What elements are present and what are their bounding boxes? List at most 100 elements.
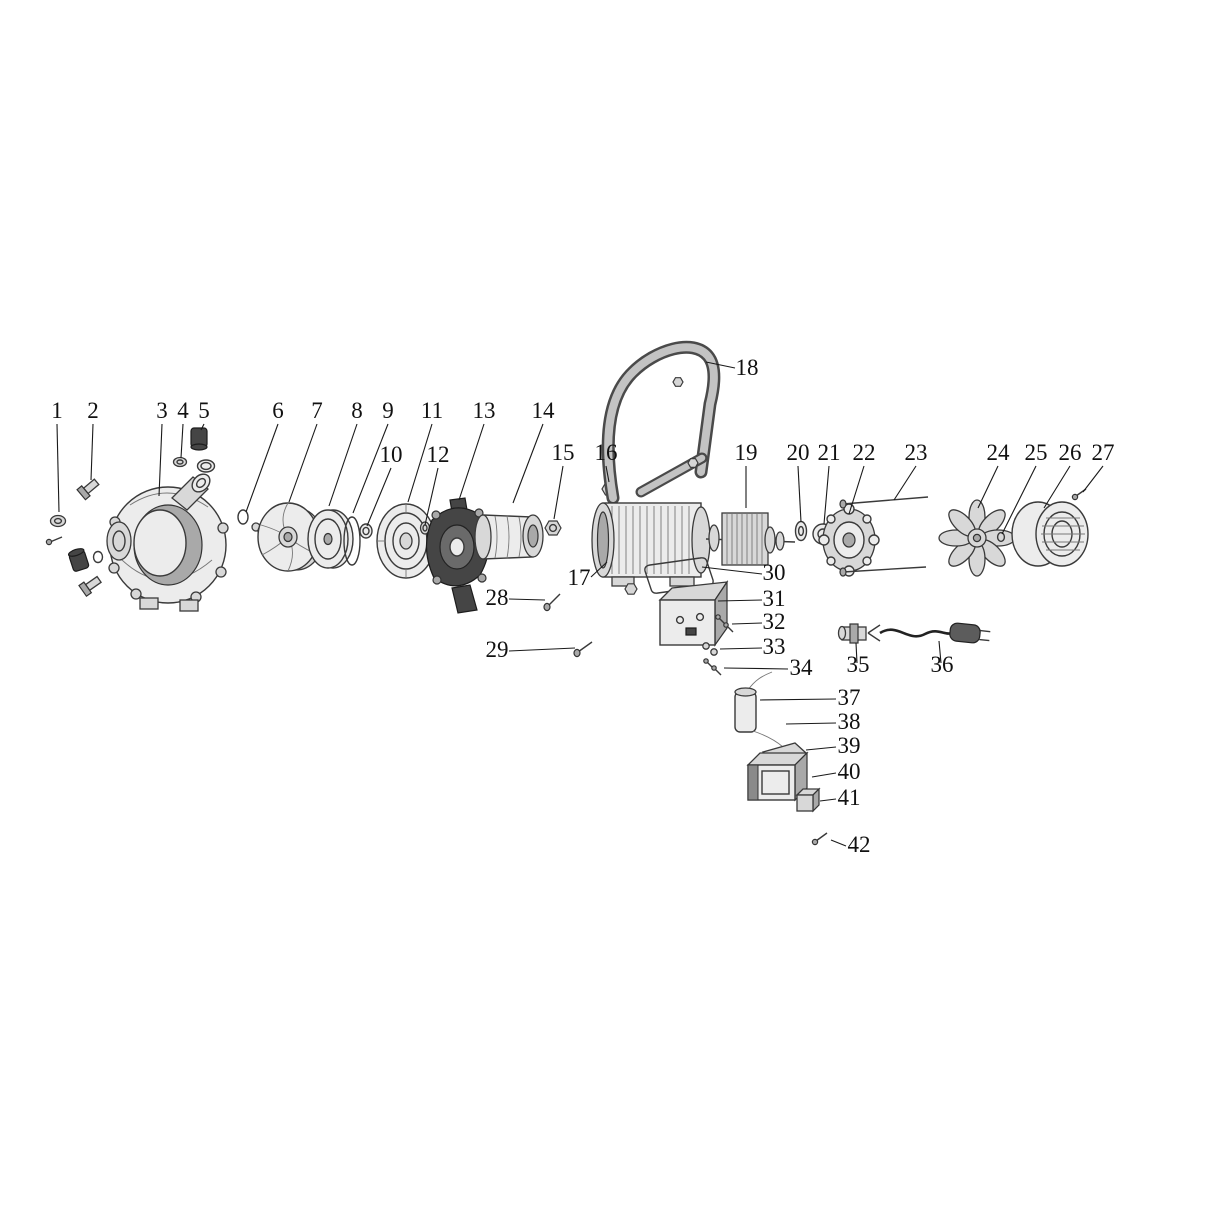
tie-bolts (839, 496, 929, 577)
leader-line-24 (977, 465, 999, 509)
carry-handle (601, 340, 721, 505)
leader-line-23 (893, 465, 917, 501)
part-label-21: 21 (818, 440, 841, 465)
part-label-40: 40 (838, 759, 861, 784)
leader-line-41 (819, 798, 837, 802)
capacitor-group (734, 671, 828, 846)
leader-line-28 (508, 598, 546, 601)
leader-line-36 (938, 640, 942, 664)
leader-line-25 (1001, 465, 1037, 535)
leader-line-35 (855, 642, 858, 664)
pump-housing (106, 473, 229, 612)
part-label-7: 7 (311, 398, 323, 423)
leader-line-15 (553, 465, 564, 520)
leader-line-22 (848, 465, 865, 515)
cable-gland (837, 623, 867, 644)
part-label-37: 37 (838, 685, 861, 710)
part-label-39: 39 (838, 733, 861, 758)
leader-line-29 (508, 647, 576, 652)
leader-line-8 (328, 423, 358, 507)
part-label-10: 10 (380, 442, 403, 467)
part-label-11: 11 (421, 398, 443, 423)
part-label-17: 17 (568, 565, 591, 590)
part-label-12: 12 (427, 442, 450, 467)
part-label-14: 14 (532, 398, 556, 423)
hex-bolt (76, 478, 100, 501)
part-label-15: 15 (552, 440, 575, 465)
cooling-fan (938, 499, 1016, 577)
power-cord (867, 622, 991, 644)
leader-line-20 (797, 465, 802, 523)
part-label-30: 30 (763, 560, 786, 585)
part-label-34: 34 (790, 655, 814, 680)
part-label-8: 8 (351, 398, 363, 423)
leader-line-13 (458, 423, 485, 501)
leader-line-42 (830, 839, 847, 847)
part-label-36: 36 (931, 652, 954, 677)
ejector (474, 514, 544, 560)
part-label-32: 32 (763, 609, 786, 634)
part-label-31: 31 (763, 586, 786, 611)
leader-line-3 (158, 423, 163, 497)
leader-line-27 (1082, 465, 1104, 493)
part-label-23: 23 (905, 440, 928, 465)
part-label-19: 19 (735, 440, 758, 465)
part-label-22: 22 (853, 440, 876, 465)
hex-bolt-2 (78, 575, 102, 598)
rotor-assembly (705, 512, 834, 566)
leader-line-30 (701, 566, 763, 575)
leader-line-1 (56, 423, 60, 513)
leader-line-7 (288, 423, 318, 503)
leader-line-14 (512, 423, 544, 504)
part-label-3: 3 (156, 398, 168, 423)
part-label-28: 28 (486, 585, 509, 610)
dark-plug (67, 548, 90, 572)
motor-body (591, 502, 711, 595)
leader-line-5 (200, 423, 205, 431)
part-label-2: 2 (87, 398, 99, 423)
leader-line-31 (717, 599, 763, 602)
leader-line-12 (424, 467, 439, 526)
part-label-18: 18 (736, 355, 759, 380)
motor-flange (818, 503, 880, 577)
leader-line-11 (407, 423, 433, 503)
leader-line-26 (1043, 465, 1071, 509)
part-label-20: 20 (787, 440, 810, 465)
leader-line-16 (605, 465, 610, 483)
part-label-42: 42 (848, 832, 871, 857)
part-label-26: 26 (1059, 440, 1082, 465)
part-label-27: 27 (1092, 440, 1115, 465)
top-plug-washers (172, 427, 216, 473)
leader-line-39 (805, 746, 837, 751)
leader-line-40 (811, 772, 837, 778)
part-label-35: 35 (847, 652, 870, 677)
part-label-5: 5 (198, 398, 210, 423)
leader-line-17 (590, 561, 608, 578)
part-label-4: 4 (177, 398, 189, 423)
leader-line-9 (352, 423, 389, 514)
leader-line-33 (719, 647, 763, 650)
leader-line-18 (705, 361, 736, 369)
part-label-9: 9 (382, 398, 394, 423)
part-label-6: 6 (272, 398, 284, 423)
leader-line-2 (90, 423, 94, 481)
part-label-41: 41 (838, 785, 861, 810)
leader-line-21 (823, 465, 830, 525)
fan-cover (1011, 488, 1089, 567)
terminal-box-group (644, 557, 734, 676)
leader-line-10 (366, 467, 392, 527)
part-label-24: 24 (987, 440, 1011, 465)
leader-line-37 (759, 698, 837, 701)
part-label-16: 16 (595, 440, 618, 465)
part-label-33: 33 (763, 634, 786, 659)
leader-line-4 (180, 423, 184, 459)
seal-plate (425, 497, 490, 614)
part-label-25: 25 (1025, 440, 1048, 465)
impeller-stack (237, 502, 436, 579)
leader-line-32 (731, 622, 763, 625)
leader-line-6 (245, 423, 279, 513)
left-fasteners (45, 478, 104, 598)
part-label-38: 38 (838, 709, 861, 734)
part-label-13: 13 (473, 398, 496, 423)
